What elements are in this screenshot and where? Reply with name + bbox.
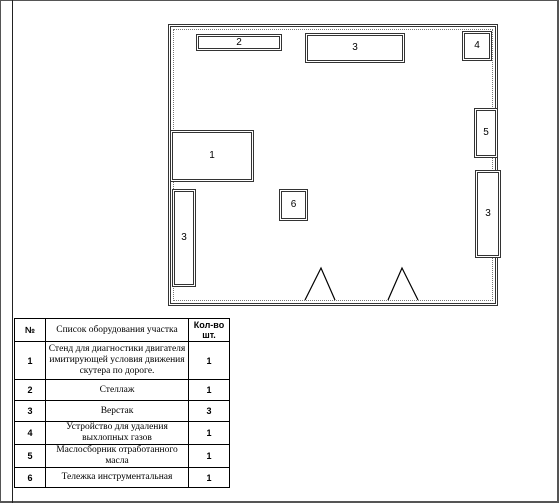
row-name: Стенд для диагностики двигателя имитирую…: [45, 341, 189, 380]
table-row: 3 Верстак 3: [14, 400, 230, 422]
oil-collector-label: 5: [483, 127, 489, 138]
workbench-left-label: 3: [181, 232, 187, 243]
floor-plan-room: [168, 24, 498, 306]
margin-line: [12, 0, 13, 503]
shelf-top-label: 2: [236, 36, 242, 48]
header-qty: Кол-во шт.: [188, 318, 230, 342]
row-num: 2: [14, 379, 46, 401]
table-row: 6 Тележка инструментальная 1: [14, 467, 230, 488]
row-name: Маслосборник отработанного масла: [45, 444, 189, 468]
workbench-top: 3: [305, 33, 405, 63]
row-qty: 1: [188, 444, 230, 468]
row-qty: 1: [188, 421, 230, 445]
lift-marker-left: [304, 266, 336, 301]
row-num: 1: [14, 341, 46, 380]
row-name: Верстак: [45, 400, 189, 422]
header-num: №: [14, 318, 46, 342]
row-name: Стеллаж: [45, 379, 189, 401]
table-row: 2 Стеллаж 1: [14, 379, 230, 401]
row-num: 6: [14, 467, 46, 488]
exhaust-device: 4: [462, 31, 492, 61]
lift-marker-right: [387, 266, 419, 301]
exhaust-device-label: 4: [474, 40, 480, 51]
tool-cart-label: 6: [290, 199, 297, 210]
row-num: 3: [14, 400, 46, 422]
header-name: Список оборудования участка: [45, 318, 189, 342]
row-qty: 1: [188, 341, 230, 380]
table-row: 1 Стенд для диагностики двигателя имитир…: [14, 341, 230, 380]
row-qty: 1: [188, 379, 230, 401]
row-qty: 3: [188, 400, 230, 422]
shelf-top: 2: [196, 34, 282, 51]
workbench-left: 3: [172, 189, 196, 287]
row-name: Тележка инструментальная: [45, 467, 189, 488]
table-row: 4 Устройство для удаления выхлопных газо…: [14, 421, 230, 445]
table-row: 5 Маслосборник отработанного масла 1: [14, 444, 230, 468]
workbench-top-label: 3: [352, 42, 358, 53]
workbench-right-label: 3: [485, 208, 491, 219]
diagnostic-stand: 1: [170, 130, 254, 182]
row-qty: 1: [188, 467, 230, 488]
workbench-right: 3: [475, 170, 501, 258]
row-num: 4: [14, 421, 46, 445]
tool-cart: 6: [279, 189, 308, 221]
oil-collector: 5: [474, 108, 498, 158]
row-num: 5: [14, 444, 46, 468]
table-header-row: № Список оборудования участка Кол-во шт.: [14, 318, 230, 342]
diagnostic-stand-label: 1: [209, 150, 215, 161]
row-name: Устройство для удаления выхлопных газов: [45, 421, 189, 445]
equipment-table: № Список оборудования участка Кол-во шт.…: [14, 318, 230, 488]
